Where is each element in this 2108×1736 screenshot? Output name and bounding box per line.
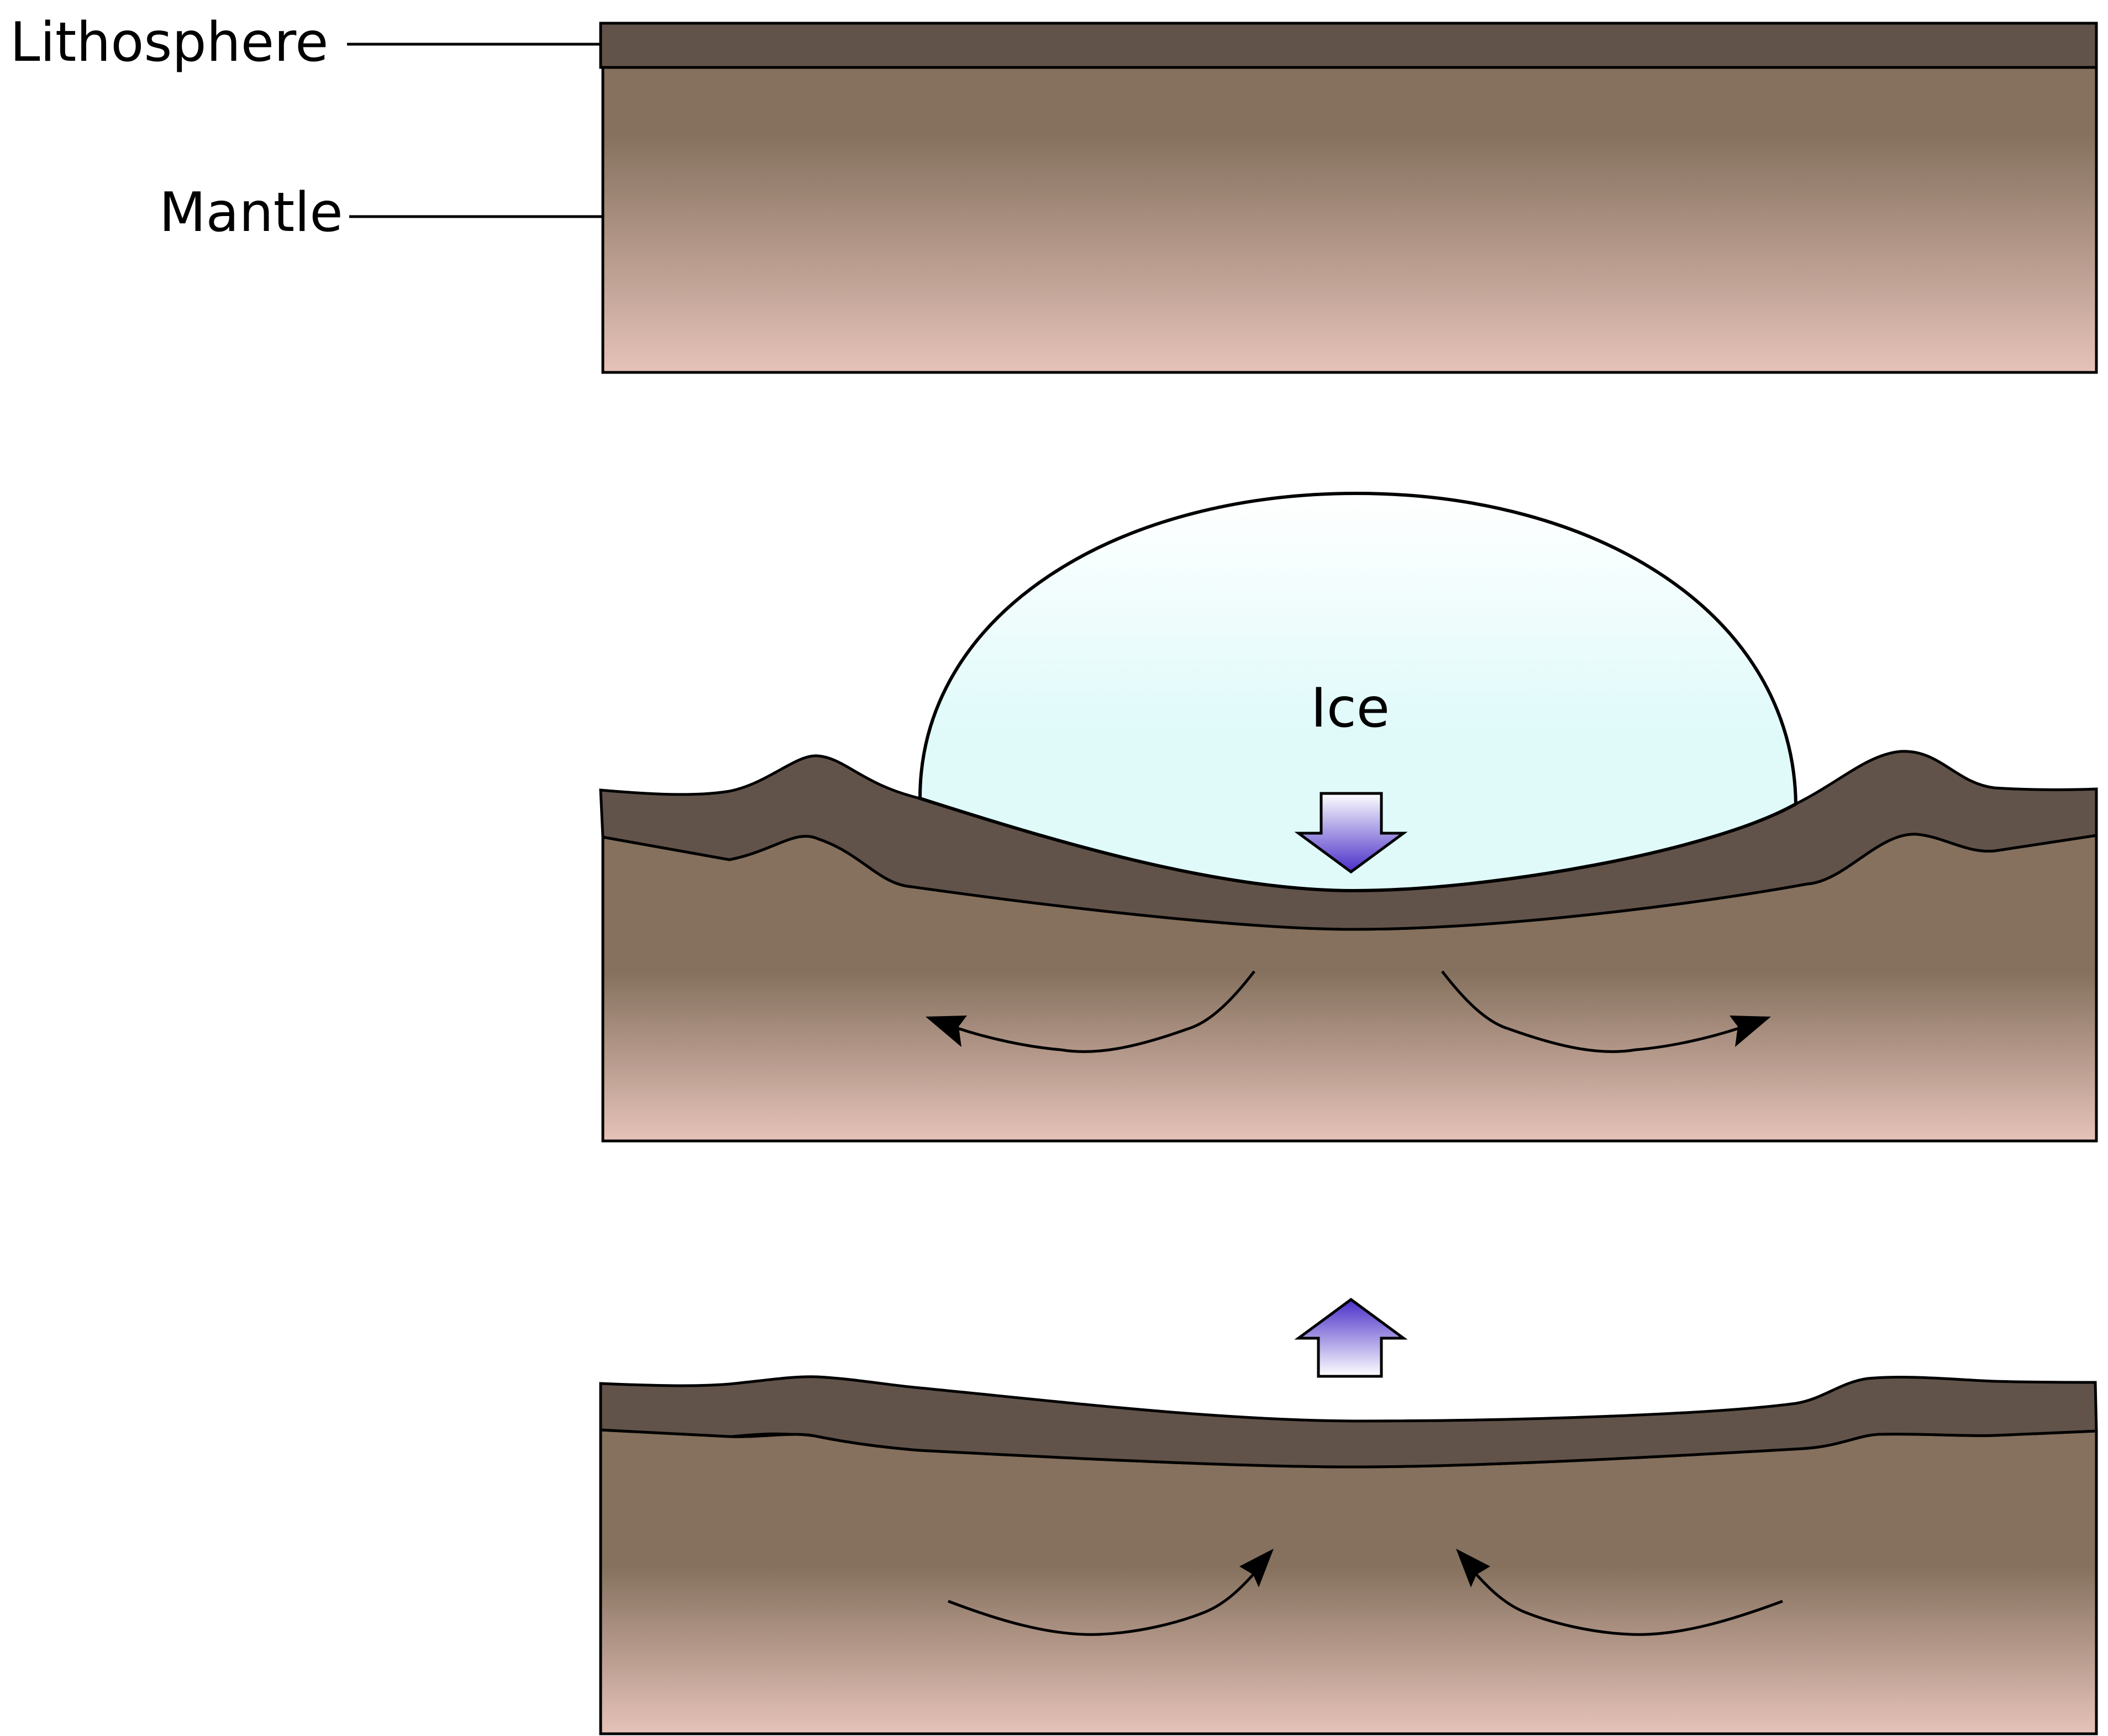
- mantle-flow-left-arrow-icon: [955, 970, 1255, 1053]
- panel-initial: Lithosphere Mantle: [10, 11, 2098, 374]
- ice-sheet: [918, 491, 1798, 893]
- lithosphere-layer: [599, 22, 2098, 69]
- rebound-up-arrow-icon: [1294, 1297, 1408, 1378]
- mantle-flow-left-arrowhead: [926, 1016, 967, 1047]
- mantle-flow-right-arrow-icon: [1441, 970, 1741, 1053]
- mantle-flow-inflow-right-arrow-icon: [1471, 1569, 1783, 1636]
- load-down-arrow-icon: [1294, 792, 1408, 874]
- lithosphere-layer: [599, 1375, 2098, 1469]
- lithosphere-layer: [599, 750, 2098, 931]
- lithosphere-label: Lithosphere: [10, 11, 328, 74]
- panel-loading: Ice: [599, 491, 2098, 1143]
- mantle-flow-inflow-left-arrowhead: [1239, 1549, 1274, 1587]
- lithosphere-inner-line: [729, 1432, 818, 1438]
- ice-label: Ice: [1311, 677, 1390, 740]
- mantle-layer: [601, 66, 2098, 374]
- mantle-label: Mantle: [159, 181, 343, 244]
- mantle-flow-inflow-left-arrow-icon: [948, 1569, 1258, 1636]
- mantle-flow-right-arrowhead: [1729, 1016, 1771, 1047]
- mantle-layer: [599, 1428, 2098, 1735]
- mantle-flow-inflow-right-arrowhead: [1456, 1549, 1490, 1587]
- panel-rebound: [599, 1297, 2098, 1735]
